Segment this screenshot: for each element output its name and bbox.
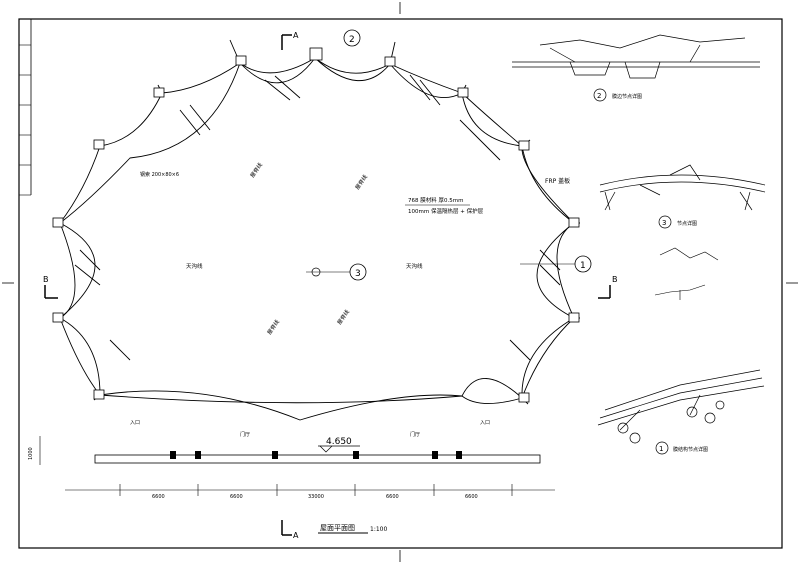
plan-title-block: 屋面平面图 1:100: [318, 524, 387, 534]
section-b-label-right: B: [612, 275, 618, 284]
detail-3-number: 3: [662, 219, 666, 227]
callout-3-plan: 3: [306, 263, 367, 281]
section-a-bottom: A: [281, 520, 299, 540]
callout-2-plan: 2: [343, 29, 361, 47]
outer-scalloped-edge: [59, 57, 575, 404]
detail-1-caption: 膜结构节点详图: [673, 446, 708, 453]
section-a-top: A: [281, 31, 299, 50]
section-a-label-bottom: A: [293, 531, 299, 540]
detail-2: [512, 34, 760, 79]
callout-2-number: 2: [349, 35, 355, 45]
dim-1: 6600: [152, 494, 165, 500]
ridge-label-2: 屋脊线: [353, 173, 369, 192]
dimension-values: 6600 6600 33000 6600 6600 1000: [28, 436, 478, 500]
section-b-label-left: B: [43, 275, 49, 284]
inner-ridge-outline: [59, 57, 575, 421]
section-b-right: B: [598, 275, 618, 299]
dimension-chain: [65, 484, 555, 496]
base-beam: [94, 451, 541, 464]
dim-total: 33000: [308, 494, 324, 500]
plan-scale: 1:100: [370, 526, 387, 533]
cable-label: 钢索 200×80×6: [140, 171, 179, 178]
dim-5: 6600: [465, 494, 478, 500]
gutter-label-1: 天沟线: [186, 262, 203, 270]
title-strip: [19, 19, 32, 196]
hall-label-right: 门厅: [410, 431, 420, 438]
dim-4: 6600: [386, 494, 399, 500]
elevation-value: 4.650: [326, 437, 352, 447]
detail-2-title: 2 膜边节点详图: [593, 88, 642, 102]
interior-labels: 屋脊线 屋脊线 天沟线 天沟线 屋脊线 屋脊线 768 膜材料 厚0.5mm 1…: [130, 161, 570, 438]
dim-2: 6600: [230, 494, 243, 500]
ridge-label-4: 屋脊线: [335, 308, 351, 327]
ridge-label-1: 屋脊线: [248, 161, 264, 180]
callout-1-number: 1: [580, 261, 586, 271]
detail-2-number: 2: [597, 92, 601, 100]
plan-title: 屋面平面图: [320, 524, 355, 532]
left-dimension: 1000: [28, 447, 34, 460]
detail-3: [599, 164, 766, 211]
callout-1-plan: 1: [520, 255, 592, 273]
elevation-marker: 4.650: [318, 437, 360, 453]
hall-label-left: 门厅: [240, 431, 250, 438]
membrane-spec-2: 100mm 保温隔热层 + 保护层: [408, 207, 484, 215]
detail-2-caption: 膜边节点详图: [612, 93, 642, 100]
roof-plan: [54, 39, 580, 421]
mast-heads: [52, 47, 580, 403]
detail-1-number: 1: [659, 445, 663, 453]
detail-1-title: 1 膜结构节点详图: [655, 441, 708, 455]
gutter-label-2: 天沟线: [406, 262, 423, 270]
ridge-label-3: 屋脊线: [265, 318, 281, 337]
detail-3-caption: 节点详图: [677, 220, 697, 227]
section-b-left: B: [43, 275, 58, 299]
small-details: [654, 247, 719, 300]
section-a-label-top: A: [293, 31, 299, 40]
sheet-border: [18, 18, 783, 549]
entrance-label-left: 入口: [130, 420, 140, 426]
detail-3-title: 3 节点详图: [658, 215, 697, 229]
entrance-label-right: 入口: [480, 420, 490, 426]
frp-label: FRP 盖板: [545, 177, 570, 185]
detail-1: [597, 369, 765, 444]
callout-3-number: 3: [355, 269, 361, 279]
membrane-spec-1: 768 膜材料 厚0.5mm: [408, 196, 463, 204]
